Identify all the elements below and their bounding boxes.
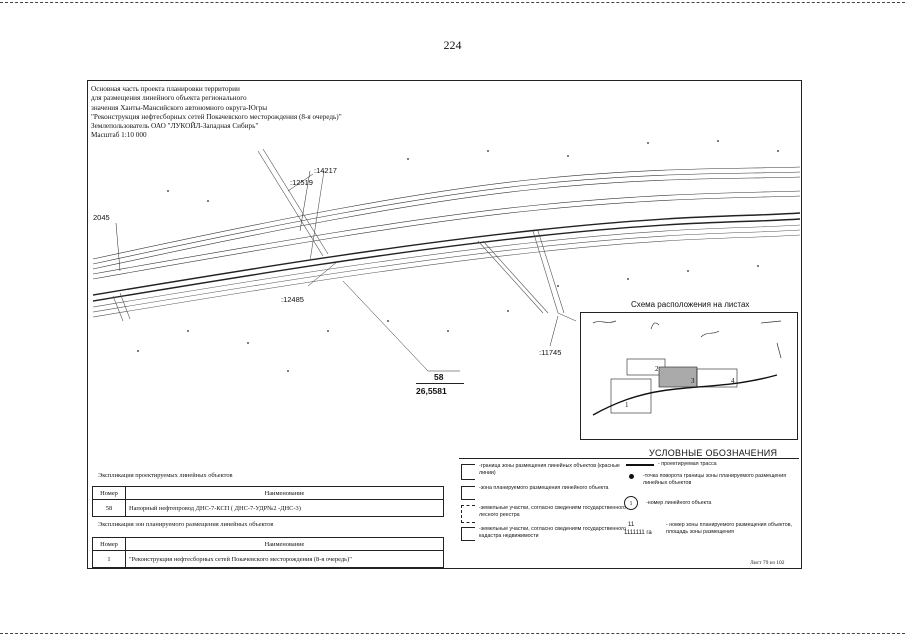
title-line: "Реконструкция нефтесборных сетей Покаче… — [91, 112, 342, 121]
table-cell-name: "Реконструкция нефтесборных сетей Покаче… — [125, 550, 444, 568]
leader-lines — [115, 170, 559, 372]
linear-objects-table: Номер Наименование 58 Напорный нефтепров… — [92, 486, 444, 517]
legend-red-lines: -граница зоны размещения линейных объект… — [479, 463, 620, 476]
sheet-layout-drawing: 1 2 3 4 — [592, 320, 782, 416]
table-row: 58 Напорный нефтепровод ДНС-7-КСП ( ДНС-… — [92, 499, 444, 517]
table1-caption: Экспликация проектируемых линейных объек… — [98, 472, 233, 479]
object-number-symbol: 1 — [624, 496, 638, 510]
sheet-layout-title: Схема расположения на листах — [631, 300, 750, 309]
scale-line: Масштаб 1:10 000 — [91, 131, 147, 140]
utility-lines — [92, 148, 801, 322]
map-points — [137, 140, 779, 372]
sheet-frame-4 — [696, 368, 738, 388]
site-plan-map: :14217 :12519 2045 :12485 :11745 58 — [92, 140, 801, 381]
legend-rule — [459, 458, 799, 459]
legend-turn-point: -точка поворота границы зоны планируемог… — [643, 473, 787, 486]
zone-area-label: 26,5581 — [416, 386, 447, 396]
legend-object-number: -номер линейного объекта — [646, 500, 712, 506]
parcel-label-12485: :12485 — [281, 295, 304, 304]
title-line: Основная часть проекта планировки террит… — [91, 85, 240, 93]
planned-pipeline-route — [92, 212, 801, 302]
title-line: значения Ханты-Мансийского автономного о… — [91, 103, 268, 112]
sheet-label-4: 4 — [731, 377, 735, 385]
table-cell-number: 58 — [92, 499, 126, 517]
table-header-row: Номер Наименование — [92, 486, 444, 500]
table-header-name: Наименование — [125, 537, 444, 551]
legend-planned-zone: -зона планируемого размещения линейного … — [479, 485, 609, 491]
parcel-label-12519: :12519 — [290, 178, 313, 187]
sheet-layout-scheme: 1 2 3 4 — [580, 312, 798, 440]
turn-point-symbol — [629, 474, 634, 479]
zone-number-sample: 11 — [628, 522, 635, 528]
route-overview — [592, 374, 778, 416]
scan-edge-top — [0, 2, 905, 3]
red-lines-symbol — [461, 464, 475, 480]
forest-registry-symbol — [461, 505, 475, 523]
zone-number-label: 58 — [434, 372, 444, 381]
table-header-number: Номер — [92, 486, 126, 500]
scan-edge-bottom — [0, 633, 905, 634]
title-block: Основная часть проекта планировки террит… — [91, 85, 342, 141]
zones-table: Номер Наименование 1 "Реконструкция нефт… — [92, 537, 444, 568]
table-cell-name: Напорный нефтепровод ДНС-7-КСП ( ДНС-7-У… — [125, 499, 444, 517]
route-symbol — [626, 464, 654, 466]
page-number: 224 — [443, 38, 462, 52]
parcel-label-11745: :11745 — [539, 348, 561, 357]
table-cell-number: 1 — [92, 550, 126, 568]
cadastre-symbol — [461, 527, 475, 541]
sheet-label-2: 2 — [655, 365, 659, 373]
drawing-sheet: Основная часть проекта планировки террит… — [87, 80, 802, 569]
legend-forest-registry: -земельные участки, согласно сведениям г… — [479, 505, 626, 518]
legend-route: - проектируемая трасса — [658, 461, 717, 467]
table-header-number: Номер — [92, 537, 126, 551]
legend-zone-info: - номер зоны планируемого размещения объ… — [666, 522, 793, 535]
road-edges — [92, 166, 801, 280]
table2-caption: Экспликация зон планируемого размещения … — [98, 521, 274, 528]
legend-title: УСЛОВНЫЕ ОБОЗНАЧЕНИЯ — [649, 448, 778, 458]
zone-label-rule — [416, 383, 464, 384]
sheet-label-3: 3 — [691, 377, 695, 385]
legend-cadastre: -земельные участки, согласно сведениям г… — [479, 526, 626, 539]
table-header-name: Наименование — [125, 486, 444, 500]
parcel-label-2045: 2045 — [93, 213, 110, 222]
title-line: для размещения линейного объекта региона… — [91, 94, 247, 103]
land-user-line: Землепользователь ОАО "ЛУКОЙЛ-Западная С… — [91, 122, 259, 131]
zone-area-sample: 1111111 га — [624, 530, 652, 536]
planned-zone-symbol — [461, 486, 475, 500]
overview-features — [592, 320, 782, 359]
table-row: 1 "Реконструкция нефтесборных сетей Пока… — [92, 550, 444, 568]
parcel-label-14217: :14217 — [314, 166, 337, 175]
table-header-row: Номер Наименование — [92, 537, 444, 551]
sheet-label-1: 1 — [625, 401, 629, 409]
sheet-number: Лист 79 из 102 — [750, 560, 785, 566]
sheet-frame-1 — [610, 378, 652, 414]
